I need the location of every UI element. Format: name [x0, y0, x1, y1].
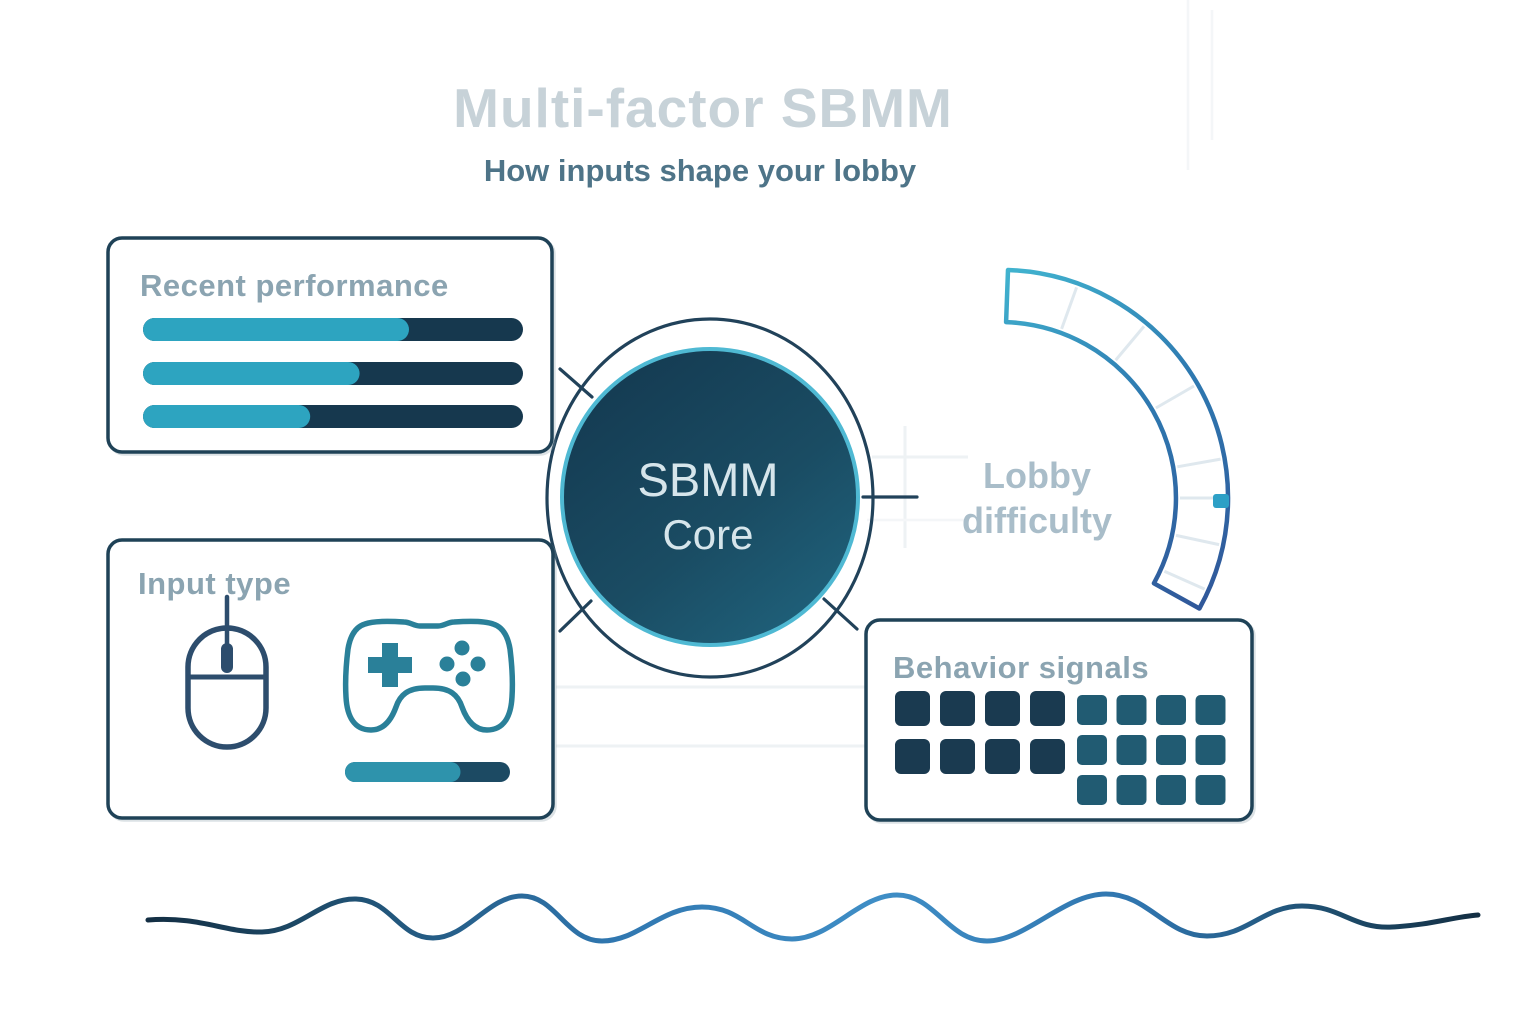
- signal-square: [1030, 691, 1065, 726]
- signal-square: [895, 691, 930, 726]
- signal-square: [1077, 695, 1107, 725]
- lobby-difficulty-gauge: Lobby difficulty: [962, 267, 1231, 611]
- controller-usage-bar: [345, 762, 510, 782]
- signal-square: [1195, 775, 1226, 805]
- behavior-signals-title: Behavior signals: [893, 650, 1149, 685]
- input-type-title: Input type: [138, 566, 291, 601]
- signal-square: [985, 691, 1020, 726]
- gauge-marker: [1213, 494, 1229, 508]
- signal-square: [895, 739, 930, 774]
- page-subtitle: How inputs shape your lobby: [484, 153, 917, 188]
- signal-square: [1077, 735, 1107, 765]
- sbmm-core-node: SBMM Core: [560, 347, 860, 647]
- recent-performance-panel: Recent performance: [106, 236, 554, 454]
- signal-square: [1156, 735, 1186, 765]
- signal-square: [1195, 735, 1226, 765]
- connector-bottom-left: [558, 599, 593, 633]
- connector-top-left: [558, 367, 594, 399]
- signal-square: [940, 739, 975, 774]
- mouse-icon: [185, 594, 269, 750]
- connector-bottom-right: [822, 597, 859, 631]
- gauge-label-line2: difficulty: [962, 500, 1112, 541]
- signal-square: [1077, 775, 1107, 805]
- bar-fill: [143, 318, 409, 341]
- core-orbit: [545, 317, 919, 679]
- recent-performance-box: [106, 236, 554, 454]
- controller-bar-fill: [345, 762, 461, 782]
- signal-grid-teal: [1077, 695, 1226, 805]
- recent-performance-title: Recent performance: [140, 268, 449, 303]
- gamepad-buttons: [439, 640, 486, 687]
- signal-square: [1116, 695, 1147, 725]
- skill-wave-line: [145, 891, 1481, 944]
- core-label-line1: SBMM: [638, 453, 779, 506]
- performance-bars: [143, 318, 523, 428]
- gamepad-icon: [342, 618, 516, 733]
- signal-square: [1030, 739, 1065, 774]
- signal-grid-dark: [895, 691, 1065, 774]
- input-type-panel: Input type: [106, 538, 555, 820]
- core-label-line2: Core: [662, 511, 753, 558]
- dpad-icon: [368, 643, 412, 687]
- bar-fill: [143, 405, 311, 428]
- gauge-ticks: [1060, 286, 1226, 591]
- page-title: Multi-factor SBMM: [453, 77, 953, 139]
- signal-square: [1195, 695, 1226, 725]
- signal-square: [1156, 695, 1186, 725]
- gauge-band: [1003, 267, 1231, 611]
- signal-square: [1116, 735, 1147, 765]
- signal-square: [985, 739, 1020, 774]
- bar-fill: [143, 362, 360, 385]
- gauge-label-line1: Lobby: [983, 455, 1091, 496]
- behavior-signals-panel: Behavior signals: [864, 618, 1254, 822]
- signal-square: [1116, 775, 1147, 805]
- signal-square: [940, 691, 975, 726]
- signal-square: [1156, 775, 1186, 805]
